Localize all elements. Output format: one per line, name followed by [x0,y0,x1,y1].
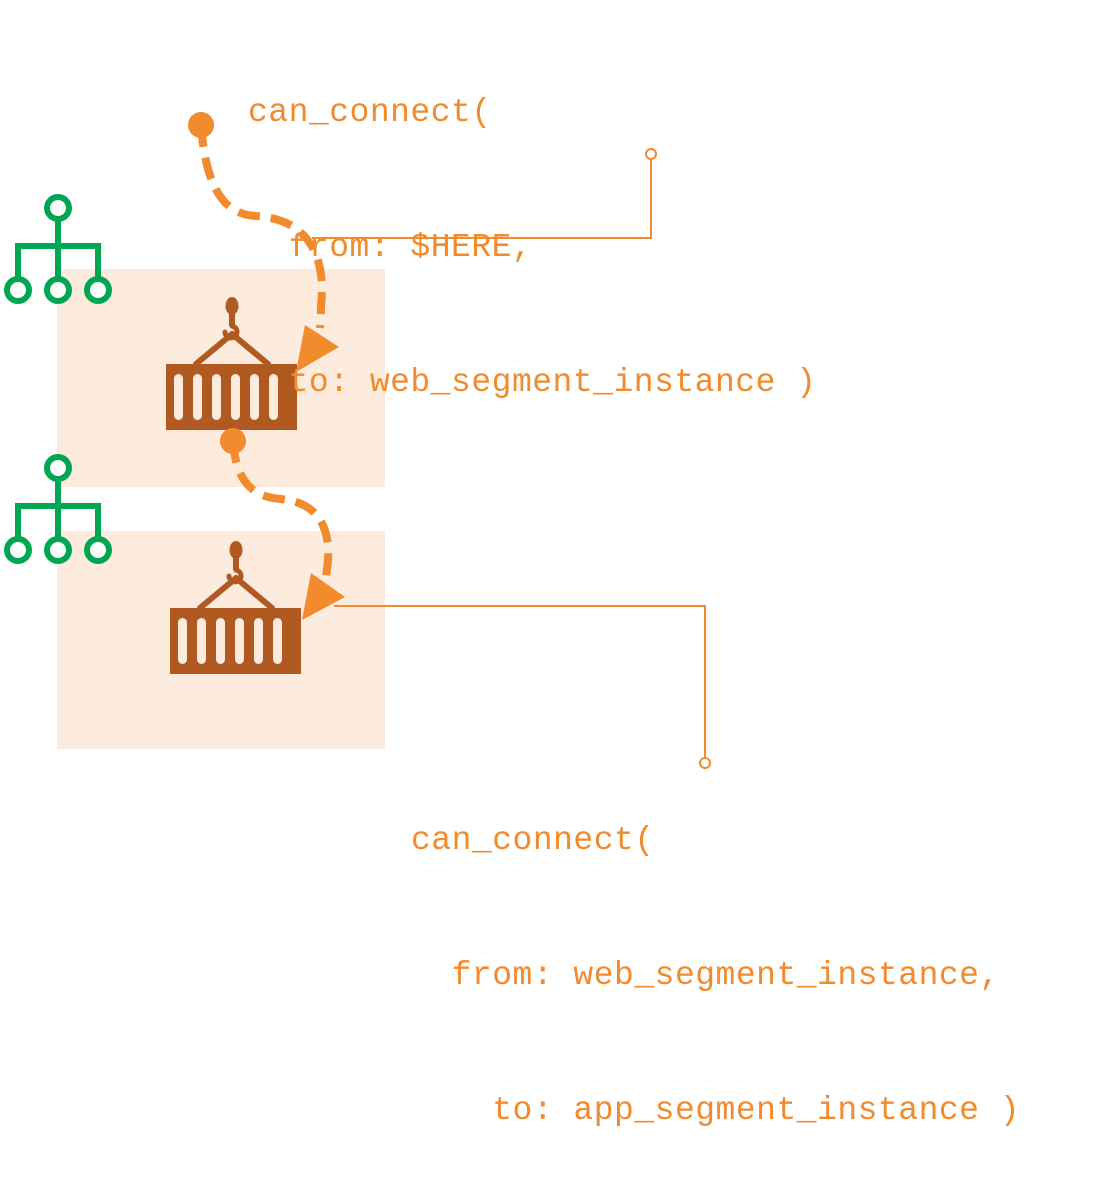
top-flow-arrowhead [296,325,339,372]
bottom-code-line-1: can_connect( [411,822,655,859]
top-annotation-leader [312,160,652,239]
bottom-flow-arrow [229,440,333,579]
connection-diagram [0,112,711,769]
bottom-flow-arrowhead [302,573,345,620]
top-code-line-3: to: web_segment_instance ) [248,364,817,401]
bottom-annotation-anchor [699,757,711,769]
bottom-code-annotation: can_connect( from: web_segment_instance,… [411,728,1020,1178]
top-code-line-1: can_connect( [248,94,492,131]
bottom-code-line-3: to: app_segment_instance ) [411,1092,1021,1129]
top-annotation-anchor [645,148,657,160]
bottom-annotation-leader [334,605,706,757]
top-flow-arrow [197,124,327,329]
top-code-annotation: can_connect( from: $HERE, to: web_segmen… [248,0,817,450]
bottom-code-line-2: from: web_segment_instance, [411,957,1000,994]
top-code-line-2: from: $HERE, [248,229,533,266]
network-topology-icon [7,197,109,301]
